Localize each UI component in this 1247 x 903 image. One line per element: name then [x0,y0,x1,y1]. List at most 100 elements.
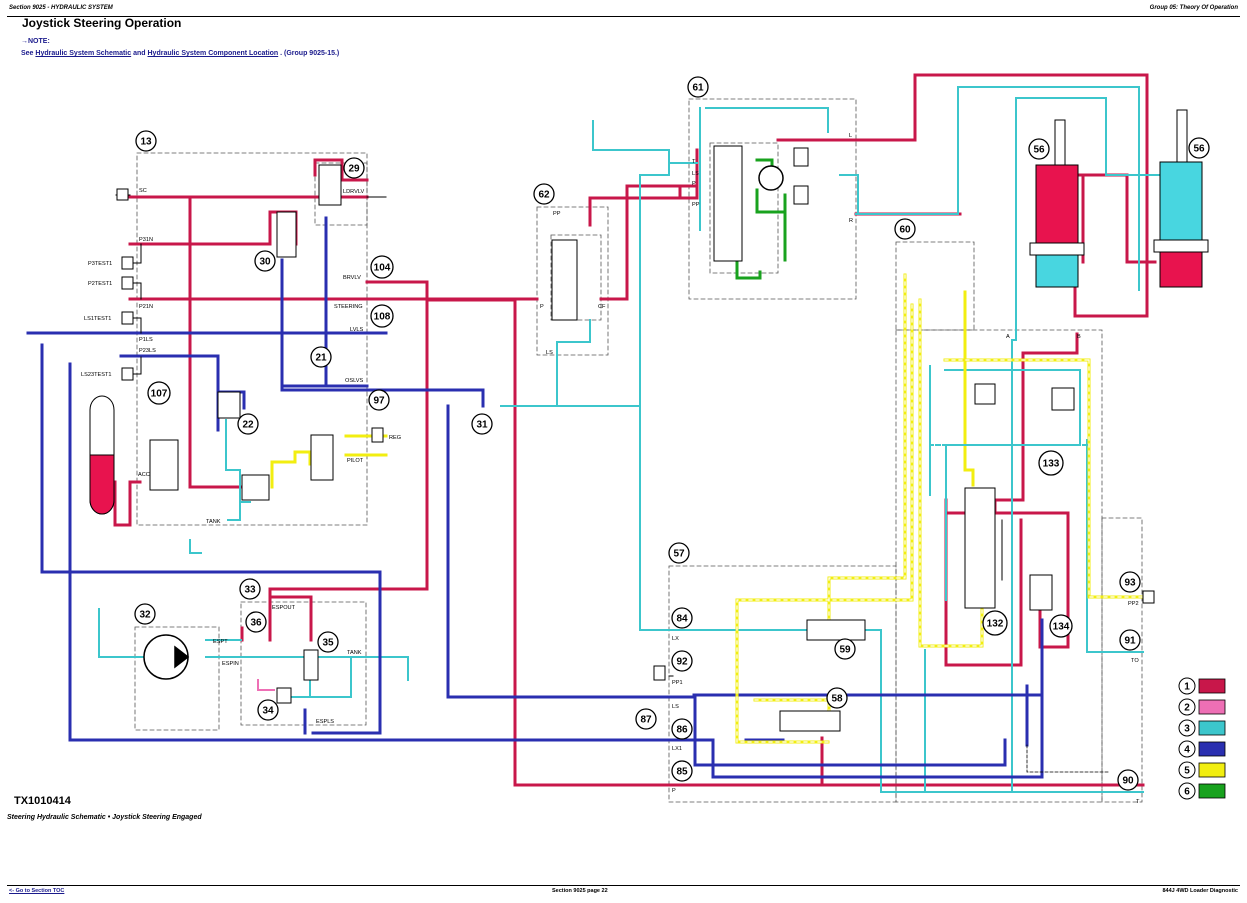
label-espout: ESPOUT [272,605,296,611]
label-p1ls: P1LS [139,337,153,343]
callout-108: 108 [374,312,391,323]
legend-number: 3 [1184,724,1190,735]
callout-92: 92 [676,657,688,668]
label-lx: LX [672,636,679,642]
blue-lines [26,216,1044,779]
footer-right: 844J 4WD Loader Diagnostic [1162,888,1239,894]
callout-84: 84 [676,614,688,625]
label-espin: ESPIN [222,661,239,667]
pressure-lines [113,73,1157,787]
callout-62: 62 [538,190,550,201]
label-p31n: P31N [139,237,153,243]
callout-97: 97 [373,396,385,407]
callout-90: 90 [1122,776,1134,787]
label-esp-tank: TANK [347,650,362,656]
footer-page: Section 9025 page 22 [552,888,608,894]
label-cf: CF [598,304,606,310]
dashed-return-lines [929,426,1088,496]
label-p-57: P [672,788,676,794]
callout-87: 87 [640,715,652,726]
legend-circle [1178,698,1196,716]
legend-number: 5 [1184,766,1190,777]
label-t-90: T [1136,799,1140,805]
note-tail: . (Group 9025-15.) [280,50,340,57]
label-pp-61: PP [692,202,700,208]
note-reference: See Hydraulic System Schematic and Hydra… [21,50,339,57]
label-pp: PP [553,211,561,217]
label-lvls: LVLS [350,327,364,333]
label-p21n: P21N [139,304,153,310]
pink-lines [257,679,275,691]
label-p2test1: P2TEST1 [88,281,112,287]
header-left: Section 9025 - HYDRAULIC SYSTEM [9,5,113,11]
header-rule [7,16,1240,17]
callout-32: 32 [139,610,151,621]
legend-number: 1 [1184,682,1190,693]
callout-33: 33 [244,585,256,596]
callout-60: 60 [899,225,911,236]
figure-id: TX1010414 [14,795,71,807]
callout-36: 36 [250,618,262,629]
label-ldrvlv: LDRVLV [343,189,365,195]
label-acc: ACC [138,472,150,478]
label-p: P [540,304,544,310]
label-p3test1: P3TEST1 [88,261,112,267]
label-lx1: LX1 [672,746,682,752]
label-brvlv: BRVLV [343,275,361,281]
callout-61: 61 [692,83,704,94]
legend-circle [1178,719,1196,737]
callout-59: 59 [839,645,851,656]
cylinders [89,109,1209,515]
legend-circle [1178,782,1196,800]
legend-swatch [1198,741,1226,757]
legend-number: 6 [1184,787,1190,798]
component-location-link[interactable]: Hydraulic System Component Location [147,50,279,57]
green-lines [735,158,787,280]
label-ls-57: LS [672,704,679,710]
label-p-61: P [692,181,696,187]
callout-22: 22 [242,420,254,431]
callout-21: 21 [315,353,327,364]
signal-lines [115,194,1150,677]
callout-56: 56 [1033,145,1045,156]
label-ls23test1: LS23TEST1 [81,372,111,378]
callout-30: 30 [259,257,271,268]
callout-86: 86 [676,725,688,736]
port-labels: SC P31N P3TEST1 P2TEST1 P21N LS1TEST1 P1… [81,133,1140,805]
callout-134: 134 [1053,622,1070,633]
label-pilot: PILOT [347,458,364,464]
figure-caption: Steering Hydraulic Schematic • Joystick … [7,814,202,821]
pump-motor [143,165,784,680]
callout-35: 35 [322,638,334,649]
schematic-link[interactable]: Hydraulic System Schematic [35,50,132,57]
legend-circle [1178,677,1196,695]
label-a: A [1006,334,1010,340]
callout-57: 57 [673,549,685,560]
label-b: B [1077,334,1081,340]
callout-85: 85 [676,767,688,778]
label-espt: ESPT [213,639,228,645]
label-r: R [849,218,853,224]
footer-rule [7,885,1240,886]
label-ls1test1: LS1TEST1 [84,316,111,322]
legend-swatch [1198,720,1226,736]
callout-93: 93 [1124,578,1136,589]
callout-31: 31 [476,420,488,431]
label-tank: TANK [206,519,221,525]
toc-link[interactable]: <- Go to Section TOC [9,888,65,894]
label-t: T [692,159,696,165]
label-espls: ESPLS [316,719,334,725]
callout-13: 13 [140,137,152,148]
callout-29: 29 [348,164,360,175]
callout-91: 91 [1124,636,1136,647]
callout-34: 34 [262,706,274,717]
label-sc: SC [139,188,147,194]
header-right: Group 05: Theory Of Operation [1149,5,1238,11]
callout-56: 56 [1193,144,1205,155]
note-and: and [133,50,146,57]
label-to: TO [1131,658,1139,664]
label-ls-61: LS [692,171,699,177]
label-l: L [849,133,852,139]
